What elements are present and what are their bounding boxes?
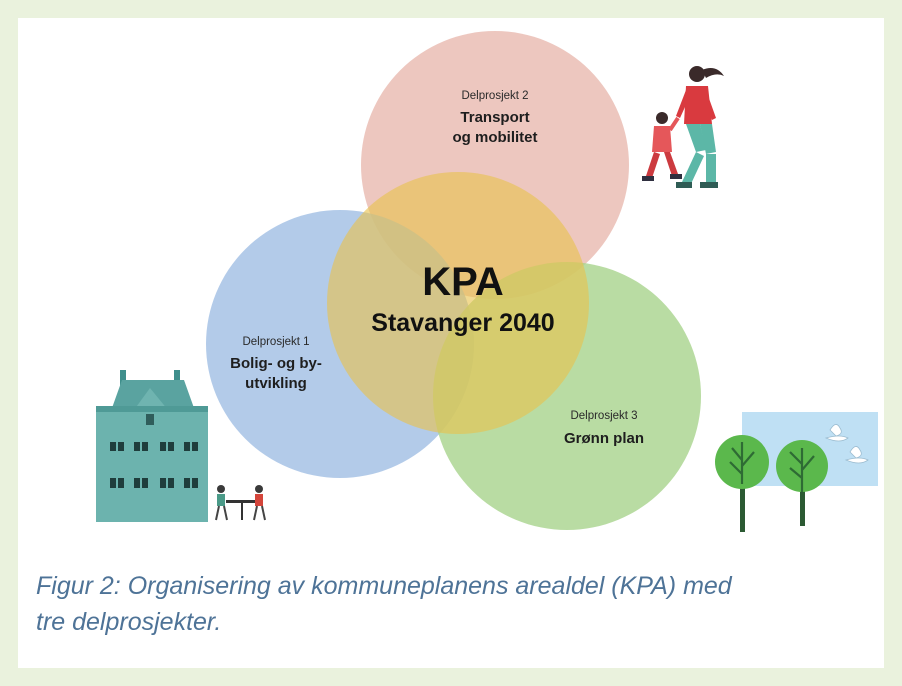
subproject-3-label: Delprosjekt 3: [570, 410, 637, 422]
subproject-1-name-line1: Bolig- og by-: [230, 355, 322, 372]
trees-and-swans-icon: [715, 412, 878, 532]
venn-diagram: Delprosjekt 2 Transport og mobilitet Del…: [96, 31, 878, 532]
subproject-2-name-line2: og mobilitet: [453, 129, 538, 146]
figure-caption: Figur 2: Organisering av kommuneplanens …: [36, 568, 886, 640]
cafe-people-icon: [215, 485, 266, 521]
subproject-2-name-line1: Transport: [460, 109, 529, 126]
center-title: KPA: [422, 260, 503, 304]
subproject-1-name-line2: utvikling: [245, 375, 307, 392]
center-subtitle: Stavanger 2040: [371, 309, 554, 337]
caption-line-1: Figur 2: Organisering av kommuneplanens …: [36, 572, 732, 600]
caption-line-2: tre delprosjekter.: [36, 608, 222, 636]
walking-family-icon: [642, 66, 724, 188]
subproject-3-name-line1: Grønn plan: [564, 430, 644, 447]
subproject-2-label: Delprosjekt 2: [461, 90, 528, 102]
subproject-1-label: Delprosjekt 1: [242, 336, 309, 348]
building-icon: [96, 370, 208, 522]
circle-center-kpa: [327, 172, 589, 434]
